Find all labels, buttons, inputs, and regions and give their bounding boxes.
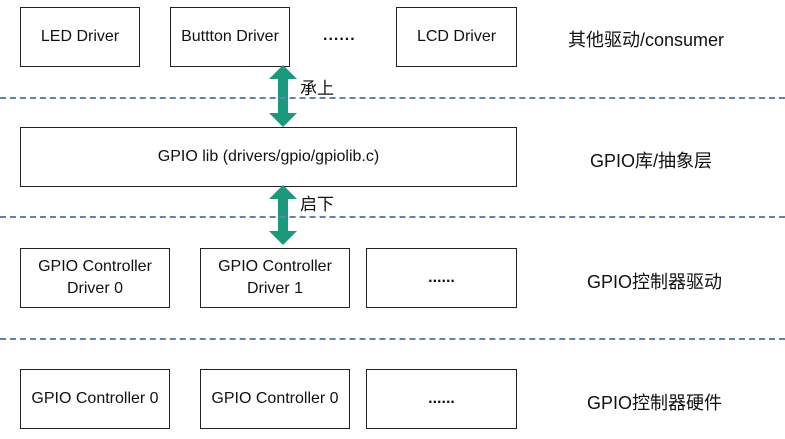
layer4-label: GPIO控制器硬件 [587, 393, 723, 413]
up-down-arrow-2 [269, 185, 297, 245]
gpio-controller-0-second-box: GPIO Controller 0 [200, 369, 350, 429]
lcd-driver-box: LCD Driver [396, 7, 517, 67]
gpio-controller-driver-1-box: GPIO Controller Driver 1 [200, 248, 350, 308]
controller-hardware-more-box: ...... [366, 369, 517, 429]
layer3-label: GPIO控制器驱动 [587, 272, 723, 292]
up-down-arrow-1 [269, 65, 297, 127]
led-driver-box: LED Driver [20, 7, 140, 67]
layer2-label: GPIO库/抽象层 [590, 151, 713, 171]
layer1-label: 其他驱动/consumer [568, 30, 725, 50]
button-driver-box: Buttton Driver [170, 7, 290, 67]
gpio-lib-box: GPIO lib (drivers/gpio/gpiolib.c) [20, 127, 517, 187]
separator-1 [0, 97, 785, 99]
gpio-controller-driver-0-box: GPIO Controller Driver 0 [20, 248, 170, 308]
controller-driver-more-box: ...... [366, 248, 517, 308]
separator-2 [0, 216, 785, 218]
layer1-ellipsis: ...... [323, 27, 356, 44]
gpio-controller-0-box: GPIO Controller 0 [20, 369, 170, 429]
arrow1-label: 承上 [300, 79, 334, 98]
separator-3 [0, 338, 785, 340]
arrow2-label: 启下 [300, 195, 334, 214]
